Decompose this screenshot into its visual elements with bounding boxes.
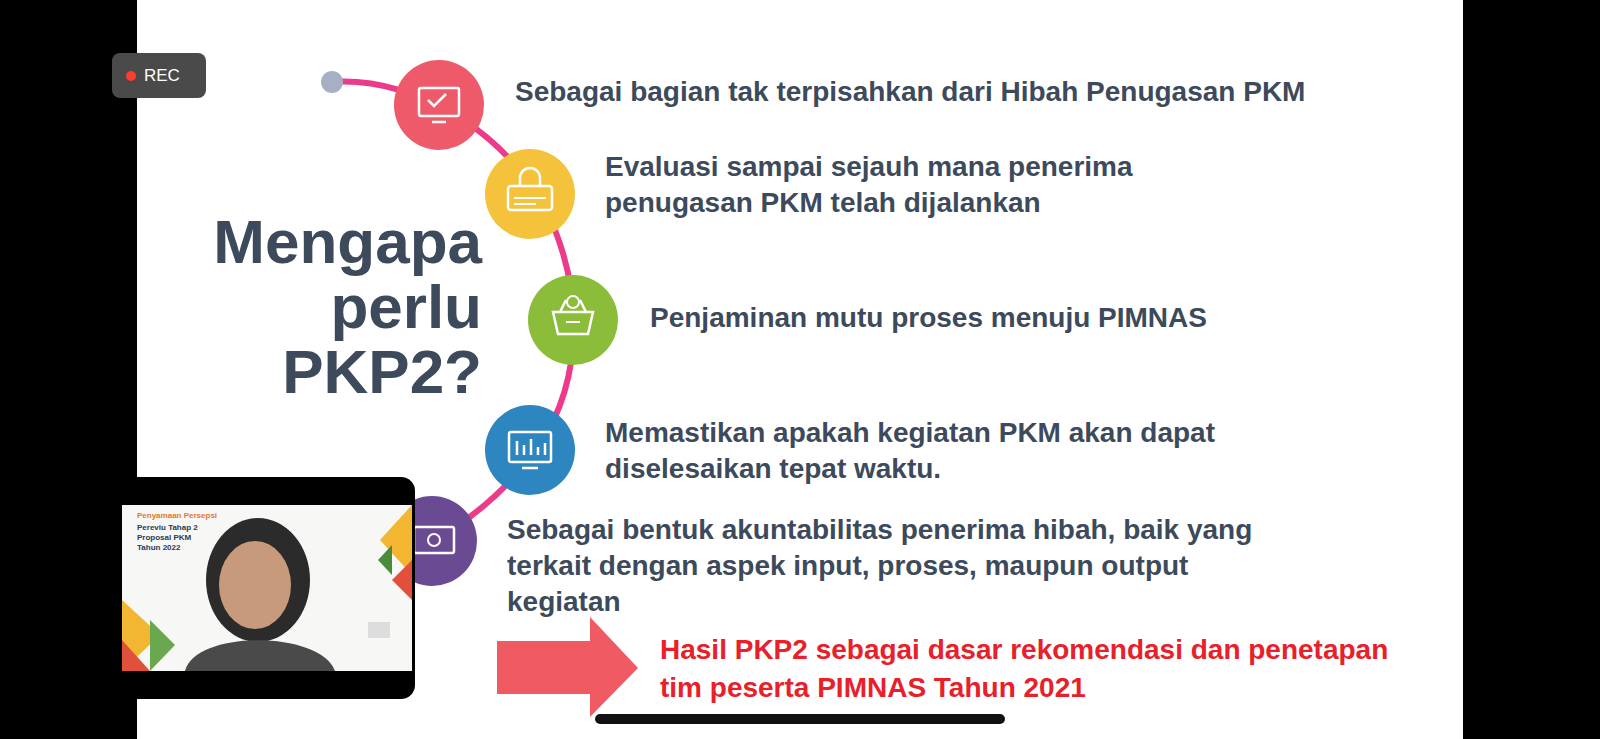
highlight-note: Hasil PKP2 sebagai dasar rekomendasi dan…: [660, 631, 1390, 707]
reason-text: Penjaminan mutu proses menuju PIMNAS: [650, 300, 1410, 336]
badge-text: REC: [144, 66, 180, 86]
home-indicator: [595, 714, 1005, 724]
reason-text: Sebagai bagian tak terpisahkan dari Hiba…: [515, 74, 1415, 110]
red-arrow: [497, 617, 638, 717]
thumbnail-text: Penyamaan Persepsi: [137, 511, 237, 521]
reason-text: Evaluasi sampai sejauh mana penerima pen…: [605, 149, 1215, 221]
icon-circle: [528, 275, 618, 365]
icon-circle: [394, 60, 484, 150]
webcam-thumbnail: [119, 477, 415, 699]
reason-text: Sebagai bentuk akuntabilitas penerima hi…: [507, 512, 1272, 620]
icon-circle: [485, 149, 575, 239]
slide-title: Mengapa perlu PKP2?: [172, 209, 482, 404]
icon-circle: [485, 405, 575, 495]
record-dot: [126, 71, 136, 81]
thumbnail-text: Pereviu Tahap 2 Proposal PKM Tahun 2022: [137, 523, 209, 553]
rec-badge: REC: [112, 53, 206, 98]
reason-text: Memastikan apakah kegiatan PKM akan dapa…: [605, 415, 1215, 487]
arc-start-dot: [321, 71, 343, 93]
